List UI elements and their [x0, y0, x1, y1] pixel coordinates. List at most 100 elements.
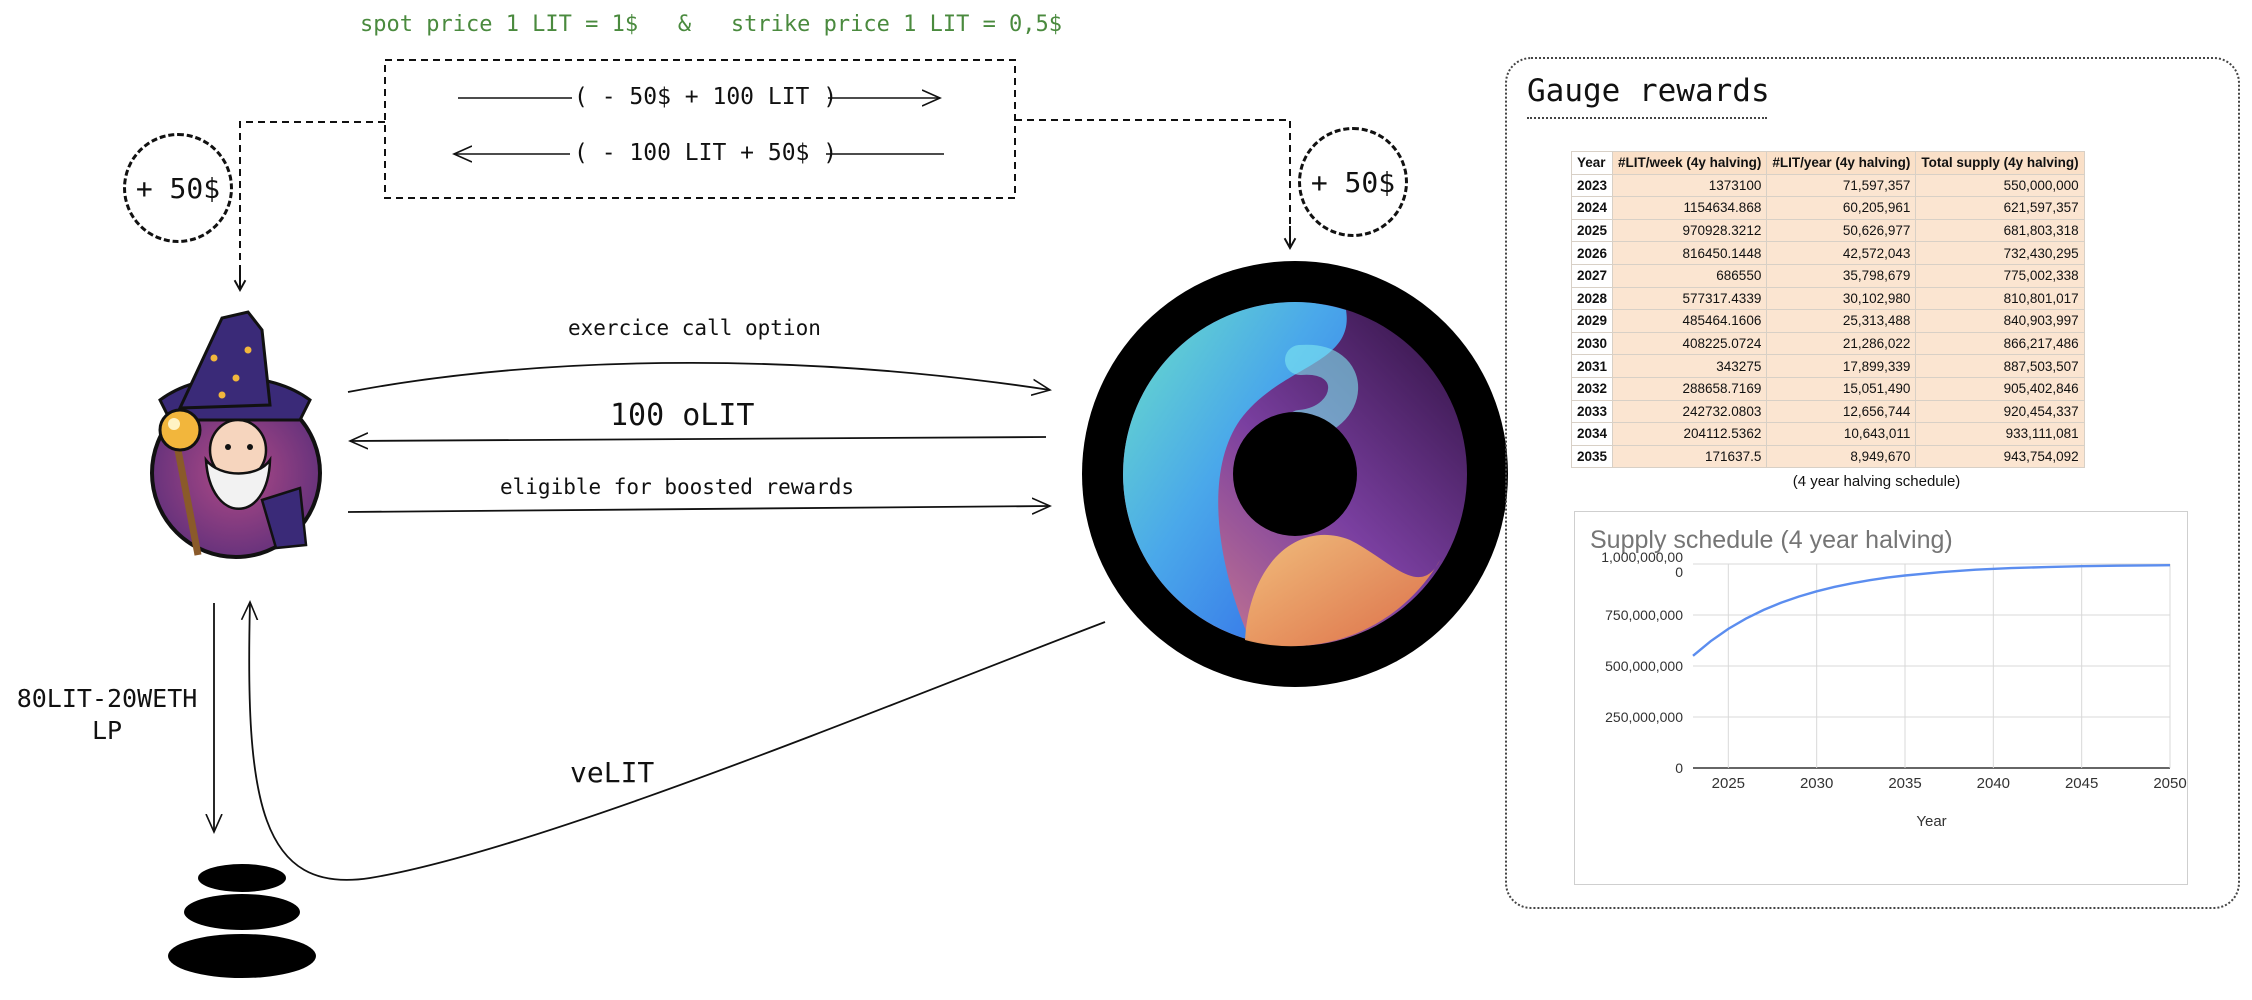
supply-chart: Supply schedule (4 year halving) 0 250,00…	[1574, 511, 2188, 885]
table-cell: 1154634.868	[1612, 196, 1768, 220]
table-caption: (4 year halving schedule)	[1792, 473, 1961, 490]
x-tick-label: 2050	[2153, 775, 2186, 792]
table-cell: 2031	[1570, 354, 1614, 378]
supply-chart-plot: 0250,000,000500,000,000750,000,0001,000,…	[1601, 549, 2186, 830]
table-cell: 485464.1606	[1612, 309, 1768, 333]
exchange-row2-label: ( - 100 LIT + 50$ )	[574, 140, 838, 166]
y-tick-label: 750,000,000	[1605, 607, 1683, 623]
table-cell: 816450.1448	[1612, 241, 1768, 265]
panel-title: Gauge rewards	[1527, 73, 1770, 109]
table-cell: 2028	[1570, 286, 1614, 311]
velit-arrow	[249, 602, 1106, 881]
table-header-cell: Year	[1570, 151, 1614, 175]
wizard-avatar	[150, 310, 322, 559]
table-cell: 681,803,318	[1915, 218, 2085, 243]
table-cell: 943,754,092	[1915, 444, 2085, 469]
table-cell: 686550	[1612, 263, 1768, 288]
boosted-label: eligible for boosted rewards	[500, 475, 855, 499]
table-cell: 933,111,081	[1915, 422, 2085, 446]
box-right-connector	[1015, 119, 1291, 245]
y-tick-label: 0	[1675, 760, 1683, 776]
x-tick-label: 2045	[2065, 775, 2098, 792]
lp-label: 80LIT-20WETH LP	[16, 684, 198, 745]
table-cell: 2027	[1570, 263, 1614, 288]
x-axis-label: Year	[1916, 813, 1946, 830]
table-cell: 2029	[1570, 309, 1614, 333]
table-cell: 408225.0724	[1612, 331, 1768, 356]
table-cell: 2024	[1570, 196, 1614, 220]
table-cell: 171637.5	[1612, 444, 1768, 469]
table-cell: 50,626,977	[1766, 218, 1917, 243]
table-cell: 30,102,980	[1766, 286, 1917, 311]
supply-series-line	[1692, 564, 2171, 657]
table-cell: 21,286,022	[1766, 331, 1917, 356]
left-profit-badge: + 50$	[123, 133, 233, 243]
table-header-row: Year#LIT/week (4y halving)#LIT/year (4y …	[1570, 151, 2085, 175]
table-cell: 343275	[1612, 354, 1768, 378]
table-cell: 920,454,337	[1915, 399, 2085, 424]
box-left-connector	[239, 121, 385, 290]
boosted-arrow	[347, 506, 1050, 512]
table-cell: 550,000,000	[1915, 173, 2085, 198]
stacked-stones	[168, 864, 316, 978]
table-cell: 2034	[1570, 422, 1614, 446]
table-cell: 288658.7169	[1612, 376, 1768, 401]
table-header-cell: #LIT/year (4y halving)	[1766, 151, 1917, 175]
table-cell: 204112.5362	[1612, 422, 1768, 446]
x-tick-label: 2040	[1977, 775, 2010, 792]
table-cell: 242732.0803	[1612, 399, 1768, 424]
spot-price-note: spot price 1 LIT = 1$ & strike price 1 L…	[360, 12, 1062, 37]
table-cell: 8,949,670	[1766, 444, 1917, 469]
exercise-label: exercice call option	[568, 316, 821, 340]
table-cell: 2032	[1570, 376, 1614, 401]
table-cell: 866,217,486	[1915, 331, 2085, 356]
velit-label: veLIT	[570, 756, 655, 789]
table-cell: 840,903,997	[1915, 309, 2085, 333]
table-cell: 621,597,357	[1915, 196, 2085, 220]
table-cell: 732,430,295	[1915, 241, 2085, 265]
x-tick-label: 2030	[1800, 775, 1833, 792]
olit-label: 100 oLIT	[610, 398, 755, 433]
strike-price-text: strike price 1 LIT = 0,5$	[730, 12, 1063, 37]
table-cell: 2025	[1570, 218, 1614, 243]
table-cell: 905,402,846	[1915, 376, 2085, 401]
chart-title: Supply schedule (4 year halving)	[1590, 526, 1953, 554]
table-cell: 887,503,507	[1915, 354, 2085, 378]
table-cell: 775,002,338	[1915, 263, 2085, 288]
panel-title-underline	[1527, 117, 1767, 119]
table-cell: 2030	[1570, 331, 1614, 356]
table-header-cell: #LIT/week (4y halving)	[1612, 151, 1768, 175]
table-cell: 60,205,961	[1766, 196, 1917, 220]
table-cell: 1373100	[1612, 173, 1768, 198]
table-cell: 71,597,357	[1766, 173, 1917, 198]
exercise-arrow	[347, 361, 1050, 392]
table-cell: 17,899,339	[1766, 354, 1917, 378]
x-tick-label: 2035	[1888, 775, 1921, 792]
exchange-box	[384, 59, 1016, 199]
table-cell: 15,051,490	[1766, 376, 1917, 401]
table-cell: 35,798,679	[1766, 263, 1917, 288]
table-cell: 10,643,011	[1766, 422, 1917, 446]
y-tick-label: 250,000,000	[1605, 709, 1683, 725]
table-cell: 2023	[1570, 173, 1614, 198]
x-tick-label: 2025	[1712, 775, 1745, 792]
ampersand-text: &	[677, 12, 692, 37]
table-cell: 2035	[1570, 444, 1614, 469]
olit-arrow	[350, 437, 1047, 441]
gauge-rewards-panel: Gauge rewards Year#LIT/week (4y halving)…	[1505, 57, 2240, 909]
table-cell: 970928.3212	[1612, 218, 1768, 243]
table-cell: 2026	[1570, 241, 1614, 265]
